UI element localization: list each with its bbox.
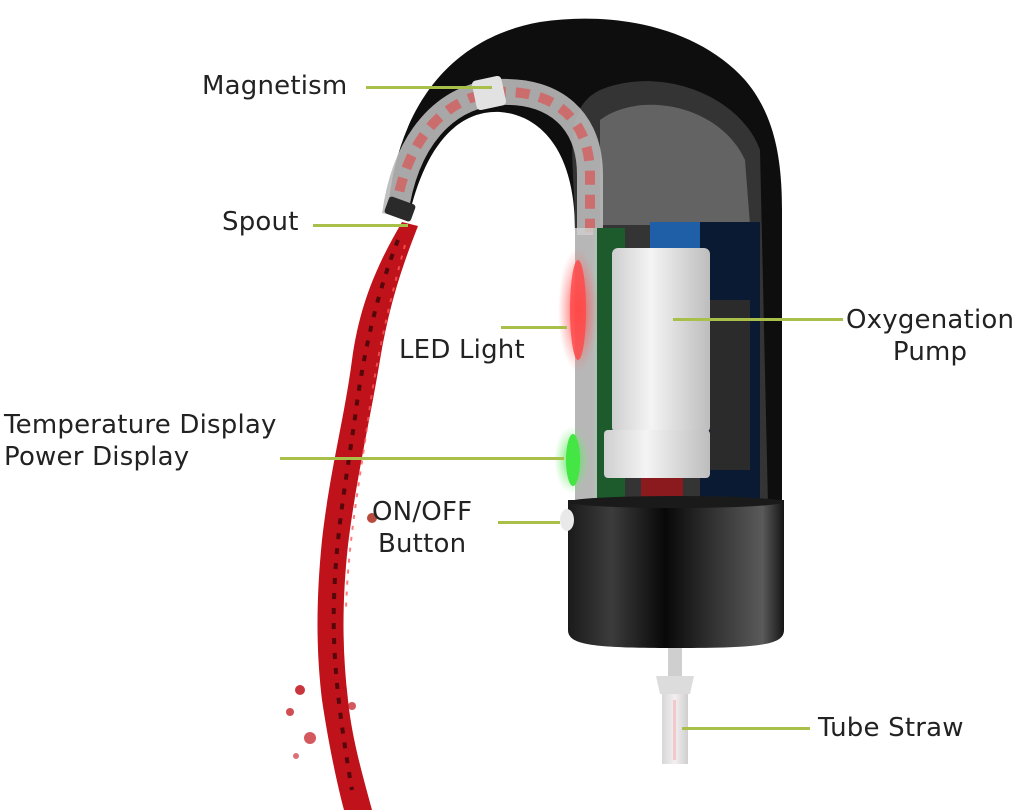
label-spout: Spout — [222, 207, 299, 237]
leader-line-oxygenation-pump — [673, 318, 843, 321]
label-temperature-display: Temperature Display — [4, 410, 277, 440]
label-oxygenation-pump-line1: Oxygenation — [846, 305, 1015, 335]
label-on-off-line1: ON/OFF — [372, 497, 473, 527]
label-tube-straw: Tube Straw — [818, 713, 964, 743]
oxygenation-pump-body — [612, 248, 710, 433]
label-led-light: LED Light — [399, 335, 525, 365]
label-on-off-button: ON/OFF Button — [372, 496, 472, 560]
label-oxygenation-pump-line2: Pump — [892, 337, 968, 367]
leader-line-on-off-button — [498, 521, 560, 524]
spout-tip — [384, 196, 416, 222]
leader-line-temperature-power-display — [280, 457, 564, 460]
label-magnetism: Magnetism — [202, 71, 348, 101]
label-on-off-line2: Button — [377, 529, 467, 559]
leader-line-magnetism — [366, 86, 492, 89]
label-power-display: Power Display — [4, 442, 190, 472]
base-cylinder — [568, 500, 784, 648]
wine-stream — [317, 222, 418, 810]
on-off-button-nub — [560, 509, 574, 531]
label-oxygenation-pump: Oxygenation Pump — [846, 304, 1014, 368]
leader-line-spout — [313, 224, 408, 227]
leader-line-tube-straw — [682, 727, 810, 730]
magnet-ring — [471, 75, 507, 111]
leader-line-led-light — [501, 326, 567, 329]
label-temperature-power-display: Temperature Display Power Display — [4, 409, 277, 473]
